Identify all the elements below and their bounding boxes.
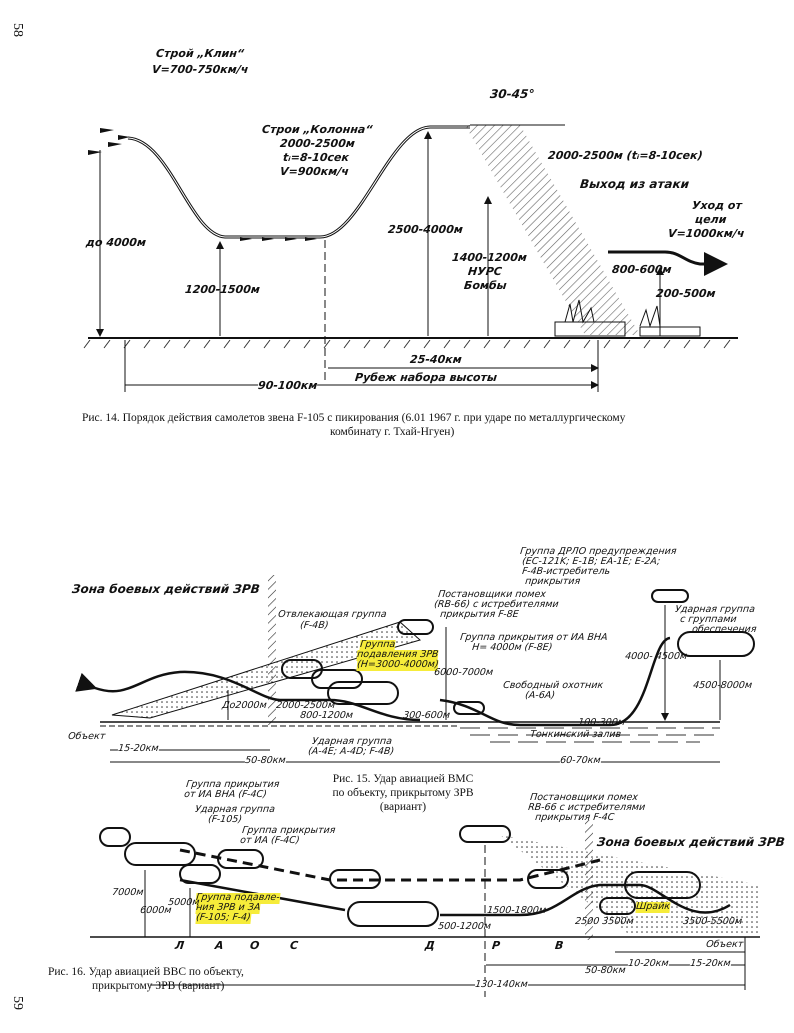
dive-angle-label: 30-45°	[489, 87, 536, 101]
alt-300-600-label: 300-600м	[402, 710, 451, 721]
alt-7000-label: 7000м	[111, 887, 145, 898]
climb-distance-label: 25-40км	[409, 353, 463, 366]
decoy-type-label: (F-4B)	[299, 620, 330, 631]
alt-4000-4500-label: 4000- 4500м	[624, 651, 688, 662]
exit-alt-label: 800-600м	[611, 263, 673, 276]
alt-1500-1800-label: 1500-1800м	[486, 905, 547, 916]
fig16-zone-label: Зона боевых действий ЗРВ	[596, 835, 786, 849]
fig15-zone-label: Зона боевых действий ЗРВ	[71, 582, 261, 596]
column-formation-label: Строи „Колонна“	[261, 123, 374, 136]
strike-group-label-2: (A-4E; A-4D; F-4B)	[307, 746, 395, 757]
alt-4500-8000-label: 4500-8000м	[692, 680, 753, 691]
alt-100-300-label: 100-300м	[577, 717, 626, 728]
column-spacing-label: 2000-2500м	[279, 137, 356, 150]
strike-support-label-3: обеспечения	[691, 624, 758, 635]
alt-2500-3500-label: 2500 3500м	[574, 916, 635, 927]
fig16-dist-15-20-label: 15-20км	[689, 958, 732, 970]
climb-line-label: Рубеж набора высоты	[354, 371, 498, 384]
alt-500-1200-label: 500-1200м	[437, 921, 492, 932]
fig16-dist-50-80-label: 50-80км	[584, 965, 627, 977]
fig15-target-label: Объект	[67, 731, 106, 742]
fig14-caption: Рис. 14. Порядок действия самолетов звен…	[82, 412, 626, 424]
free-hunter-label-2: (A-6A)	[524, 690, 556, 701]
suppress-label-3: (F-105; F-4)	[195, 912, 252, 924]
decoy-group-label: Отвлекающая группа	[277, 609, 388, 620]
fig15-caption: Рис. 15. Удар авиацией ВМС по объекту, п…	[308, 772, 498, 814]
page-number-top: 58	[10, 23, 25, 37]
alt-2000-label: До2000м	[221, 700, 268, 711]
leave-alt-label: 200-500м	[655, 287, 717, 300]
suppress-group-label-3: (H=3000-4000м)	[356, 659, 440, 671]
cover-group-label-2: H= 4000м (F-8E)	[471, 642, 553, 653]
exit-attack-label: Выход из атаки	[579, 177, 690, 191]
ground-letter-o: О	[249, 939, 261, 952]
fig16-jammers-label-3: прикрытия F-4C	[534, 812, 615, 823]
alt-low-label: 1200-1500м	[184, 283, 261, 296]
cover-ia-label-2: от ИА (F-4C)	[239, 835, 301, 846]
dist-15-20-label: 15-20км	[117, 743, 160, 755]
leave-target-label: Уход от	[691, 199, 743, 212]
column-speed-label: V=900км/ч	[279, 165, 350, 178]
page-number-bottom: 59	[10, 996, 25, 1010]
fig15-caption-1: Рис. 15. Удар авиацией ВМС	[332, 773, 474, 785]
column-interval-label: tᵢ=8-10сек	[282, 151, 350, 164]
ground-letter-s: С	[289, 939, 299, 952]
fig15-caption-2: по объекту, прикрытому ЗРВ	[332, 787, 474, 799]
bombs-label: Бомбы	[463, 279, 508, 292]
alt-3500-5500-label: 3500-5500м	[682, 916, 743, 927]
ground-letter-r: Р	[491, 939, 501, 952]
awacs-label-4: прикрытия	[524, 576, 581, 587]
release-alt-label: 1400-1200м	[451, 251, 528, 264]
dive-spacing-label: 2000-2500м (tᵢ=8-10сек)	[547, 149, 704, 162]
dist-50-80-label: 50-80км	[244, 755, 287, 767]
ground-letter-d: Д	[424, 939, 436, 952]
ground-letter-v: В	[554, 939, 565, 952]
dist-60-70-label: 60-70км	[559, 755, 602, 767]
fig14-caption-2: комбинату г. Тхай-Нгуен)	[330, 426, 455, 438]
ground-letter-l: Л	[174, 939, 185, 952]
wedge-formation-label: Строй „Клин“	[155, 47, 245, 60]
ground-letter-a: А	[214, 939, 225, 952]
fig15-caption-3: (вариант)	[379, 801, 427, 813]
dist-10-20-label: 10-20км	[627, 958, 670, 970]
fig16-caption: Рис. 16. Удар авиацией ВВС по объекту,	[48, 966, 244, 978]
fig15-drawing	[75, 575, 755, 763]
alt-5000-label: 5000м	[167, 897, 201, 908]
gulf-label: Тонкинский залив	[529, 729, 622, 740]
fig16-target-label: Объект	[705, 939, 744, 950]
shrike-label: Шрайк	[635, 901, 671, 913]
leave-speed-label: V=1000км/ч	[667, 227, 746, 240]
fig16-caption-2: прикрытому ЗРВ (вариант)	[92, 980, 225, 992]
cover-vna-label-2: от ИА ВНА (F-4C)	[183, 789, 268, 800]
wedge-speed-label: V=700-750км/ч	[151, 63, 249, 76]
dive-corridor	[465, 125, 640, 335]
dist-130-140-label: 130-140км	[474, 979, 529, 991]
strike-label-2: (F-105)	[207, 814, 243, 825]
alt-up-to-label: до 4000м	[85, 236, 147, 249]
leave-target-label-2: цели	[694, 213, 728, 226]
alt-800-1200-label: 800-1200м	[299, 710, 354, 721]
rockets-label: НУРС	[467, 265, 503, 278]
total-distance-label: 90-100км	[257, 379, 319, 392]
jammers-label-3: прикрытия F-8E	[439, 609, 520, 620]
fig14-drawing	[83, 124, 738, 392]
climb-alt-label: 2500-4000м	[387, 223, 464, 236]
alt-6000-7000-label: 6000-7000м	[433, 667, 494, 678]
